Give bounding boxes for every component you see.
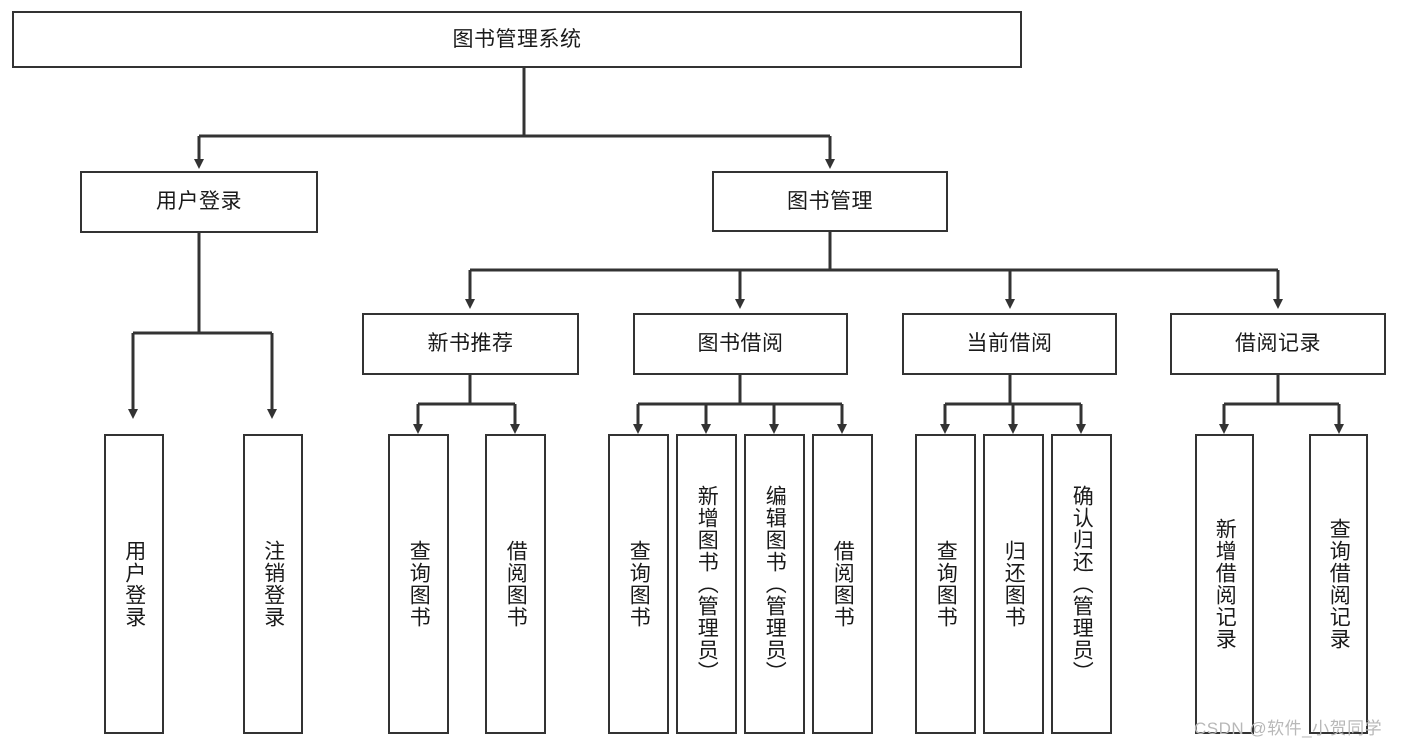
node-leaf-query-record[interactable]: 查询借阅记录 [1309,434,1368,734]
node-leaf-edit-book[interactable]: 编辑图书（管理员） [744,434,805,734]
node-label: 新增借阅记录 [1213,518,1237,650]
node-label: 用户登录 [122,540,146,628]
node-leaf-borrow-book-1[interactable]: 借阅图书 [485,434,546,734]
node-label: 查询图书 [934,540,958,628]
node-leaf-return-book[interactable]: 归还图书 [983,434,1044,734]
node-label: 用户登录 [156,190,242,214]
node-user-login[interactable]: 用户登录 [80,171,318,233]
node-leaf-logout-login[interactable]: 注销登录 [243,434,303,734]
node-label: 借阅图书 [831,540,855,628]
node-book-management[interactable]: 图书管理 [712,171,948,232]
node-leaf-query-book-1[interactable]: 查询图书 [388,434,449,734]
node-label: 新书推荐 [427,332,514,356]
node-label: 借阅图书 [504,540,528,628]
node-label: 图书借阅 [697,332,784,356]
node-leaf-query-book-3[interactable]: 查询图书 [915,434,976,734]
node-book-management-system[interactable]: 图书管理系统 [12,11,1022,68]
node-label: 注销登录 [261,540,285,628]
node-borrow-record[interactable]: 借阅记录 [1170,313,1386,375]
node-label: 查询图书 [407,540,431,628]
node-label: 图书管理系统 [452,27,582,51]
node-leaf-borrow-book-2[interactable]: 借阅图书 [812,434,873,734]
node-leaf-add-book[interactable]: 新增图书（管理员） [676,434,737,734]
node-label: 查询图书 [627,540,651,628]
node-label: 借阅记录 [1235,332,1321,356]
node-label: 查询借阅记录 [1327,518,1351,650]
node-leaf-user-login[interactable]: 用户登录 [104,434,164,734]
node-label: 编辑图书（管理员） [763,485,787,683]
node-label: 归还图书 [1002,540,1026,628]
node-label: 新增图书（管理员） [695,485,719,683]
node-label: 图书管理 [787,189,873,213]
node-leaf-query-book-2[interactable]: 查询图书 [608,434,669,734]
node-new-book-recommend[interactable]: 新书推荐 [362,313,579,375]
node-leaf-confirm-return[interactable]: 确认归还（管理员） [1051,434,1112,734]
node-book-borrow[interactable]: 图书借阅 [633,313,848,375]
node-label: 当前借阅 [966,332,1053,356]
node-leaf-add-record[interactable]: 新增借阅记录 [1195,434,1254,734]
node-label: 确认归还（管理员） [1070,485,1094,683]
csdn-watermark: CSDN @软件_小贺同学 [1194,719,1383,738]
node-current-borrow[interactable]: 当前借阅 [902,313,1117,375]
